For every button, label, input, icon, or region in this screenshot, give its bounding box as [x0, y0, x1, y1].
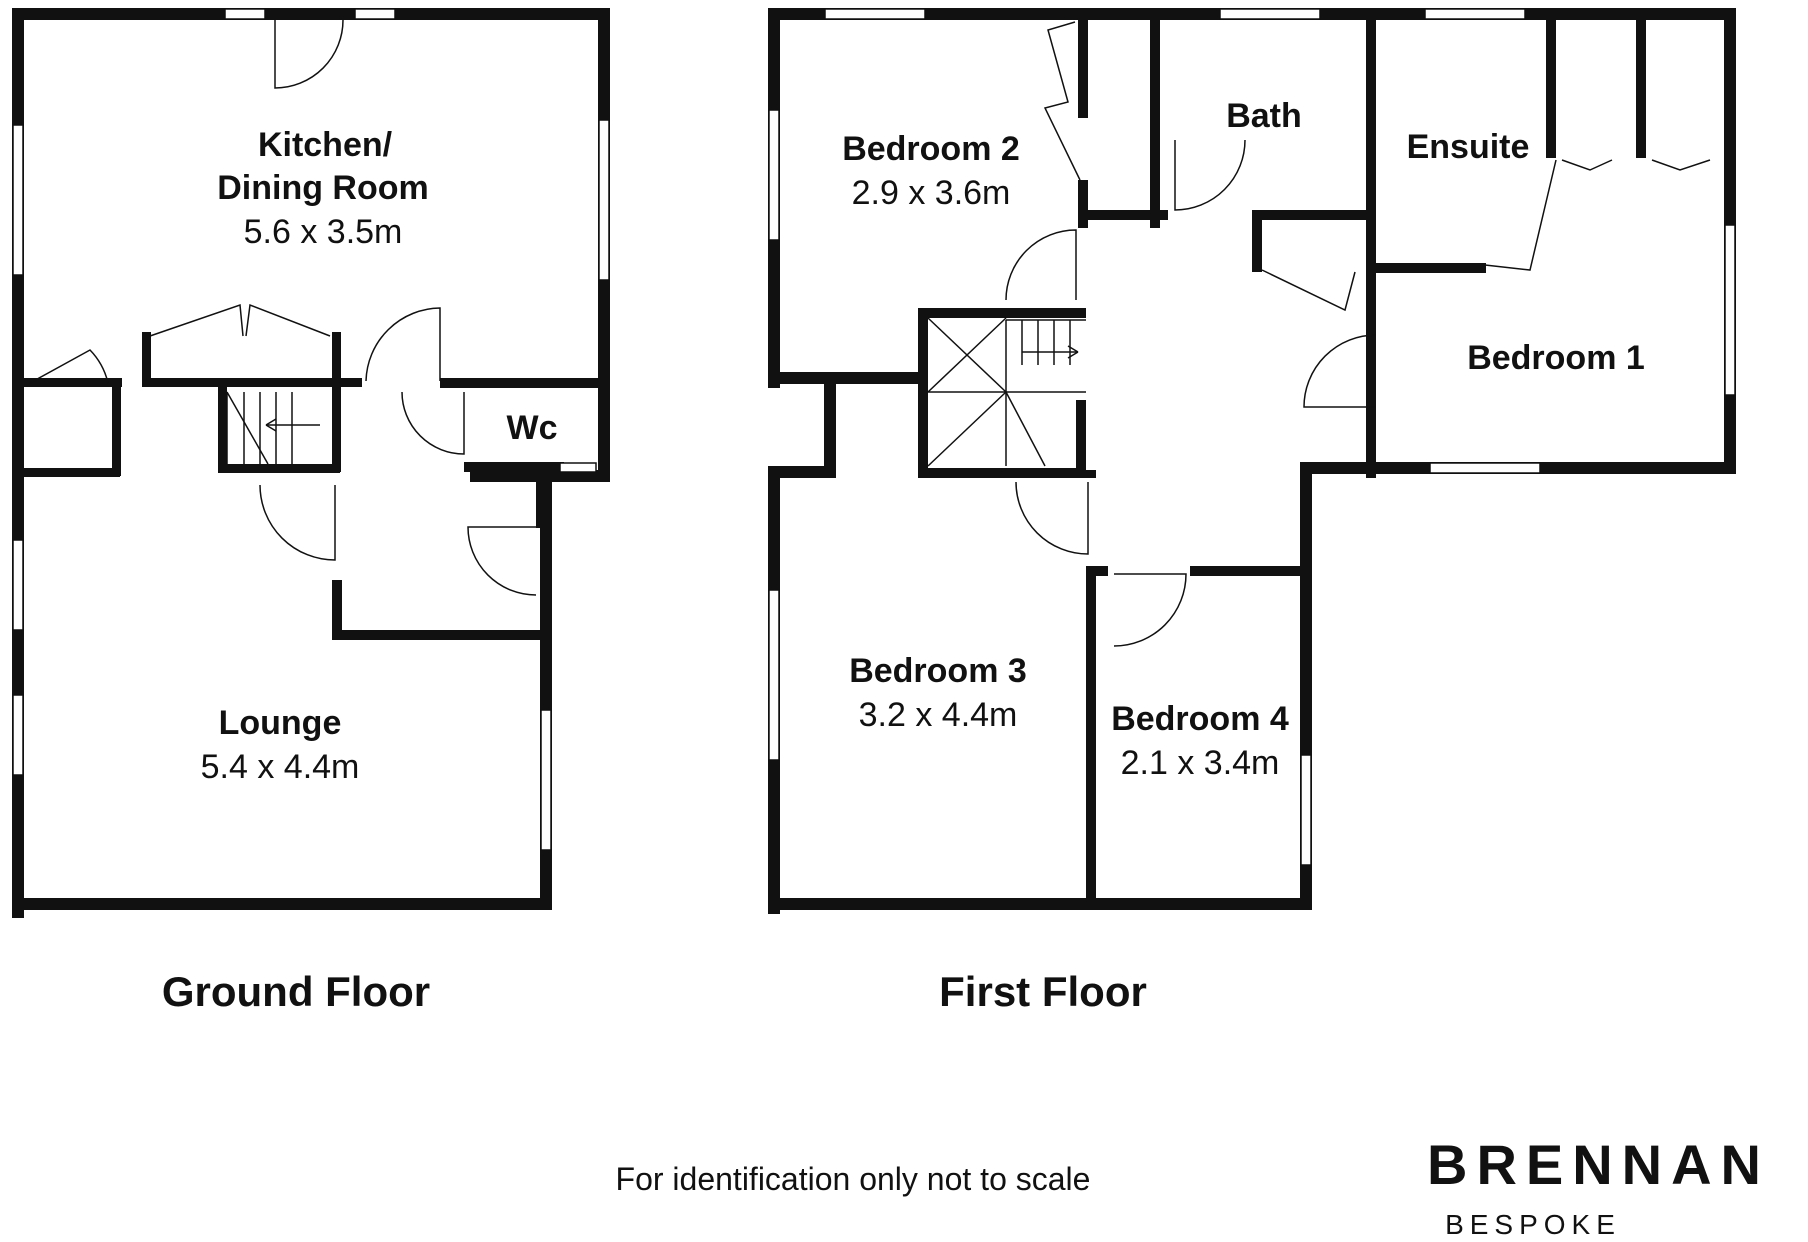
wall [1366, 400, 1376, 470]
lounge-label: Lounge [219, 704, 342, 742]
brand-logo: BRENNAN BESPOKE [1427, 1133, 1770, 1240]
bath-label: Bath [1226, 97, 1302, 135]
kitchen-label-line1: Kitchen/ [258, 126, 393, 164]
wall [470, 470, 610, 482]
kitchen-size: 5.6 x 3.5m [244, 213, 403, 251]
window [1424, 8, 1526, 20]
window [354, 8, 396, 20]
window [824, 8, 926, 20]
wall [332, 580, 342, 640]
bedroom3-size: 3.2 x 4.4m [859, 696, 1018, 734]
wall [768, 372, 928, 384]
wall [824, 378, 836, 478]
bedroom2-size: 2.9 x 3.6m [852, 174, 1011, 212]
window [12, 539, 24, 631]
wall [1078, 210, 1168, 220]
wall [1190, 566, 1312, 576]
room-labels: Kitchen/ Dining Room 5.6 x 3.5m Wc Loung… [162, 97, 1645, 1197]
window [598, 119, 610, 281]
brand-name: BRENNAN [1427, 1133, 1770, 1196]
door-swing [29, 349, 109, 384]
bedroom1-label: Bedroom 1 [1467, 339, 1645, 377]
door-swing [1484, 159, 1557, 271]
window [12, 124, 24, 276]
door-swing [1113, 573, 1187, 647]
wall [464, 462, 564, 472]
window [559, 462, 597, 473]
bedroom3-label: Bedroom 3 [849, 652, 1027, 690]
wall [1078, 8, 1088, 118]
door-swing [1043, 21, 1081, 181]
wall [142, 378, 362, 387]
wall [768, 898, 1312, 910]
wall [1086, 566, 1096, 910]
door-swing [1174, 139, 1246, 211]
window [1429, 462, 1541, 474]
door-swing [365, 307, 441, 382]
window [224, 8, 266, 20]
first-floor-plan [768, 8, 1736, 914]
wall [1150, 8, 1160, 228]
wall [1636, 8, 1646, 158]
wall [768, 466, 836, 478]
ground-stairs [226, 391, 320, 465]
bedroom4-size: 2.1 x 3.4m [1121, 744, 1280, 782]
wall [1076, 400, 1086, 478]
wall [12, 468, 120, 477]
wall [1366, 263, 1486, 273]
door-swing [1561, 159, 1711, 171]
wall [918, 308, 928, 478]
door-swing [1261, 269, 1356, 312]
wall [332, 630, 550, 640]
door-swing [1015, 481, 1089, 555]
wall [12, 898, 552, 910]
window [768, 109, 780, 241]
wall [1078, 180, 1088, 228]
window [1300, 754, 1312, 866]
wall [142, 332, 151, 382]
window [1724, 224, 1736, 396]
door-swing [259, 484, 336, 561]
ensuite-label: Ensuite [1407, 128, 1530, 166]
bedroom2-label: Bedroom 2 [842, 130, 1020, 168]
door-swing [149, 303, 331, 337]
window [768, 589, 780, 761]
door-swing [274, 19, 344, 89]
window [1219, 8, 1321, 20]
lounge-size: 5.4 x 4.4m [201, 748, 360, 786]
brand-tagline: BESPOKE [1445, 1209, 1621, 1240]
door-swing [401, 391, 465, 455]
window [12, 694, 24, 776]
wall [22, 378, 122, 387]
wall [1366, 8, 1376, 478]
ground-floor-plan [12, 8, 610, 918]
first-stairs [927, 317, 1086, 467]
wall [1086, 566, 1108, 576]
wall [1252, 210, 1262, 272]
wall [112, 378, 121, 476]
wall [332, 332, 341, 382]
wall [536, 478, 548, 528]
wall [332, 387, 341, 472]
window [540, 709, 552, 851]
wall [218, 464, 340, 473]
wall [1076, 470, 1096, 478]
bedroom4-label: Bedroom 4 [1111, 700, 1289, 738]
wall [218, 387, 227, 472]
kitchen-label-line2: Dining Room [217, 169, 429, 207]
wall [918, 468, 1086, 478]
wall [1252, 210, 1370, 220]
door-swing [1005, 229, 1077, 301]
wall [12, 8, 608, 20]
wall [918, 308, 1086, 318]
wc-label: Wc [507, 409, 558, 447]
door-swing [467, 526, 537, 596]
first-floor-label: First Floor [939, 968, 1147, 1015]
wall [1546, 8, 1556, 158]
ground-floor-label: Ground Floor [162, 968, 430, 1015]
wall [440, 378, 610, 388]
door-swing [1303, 334, 1377, 408]
disclaimer-text: For identification only not to scale [616, 1161, 1091, 1197]
